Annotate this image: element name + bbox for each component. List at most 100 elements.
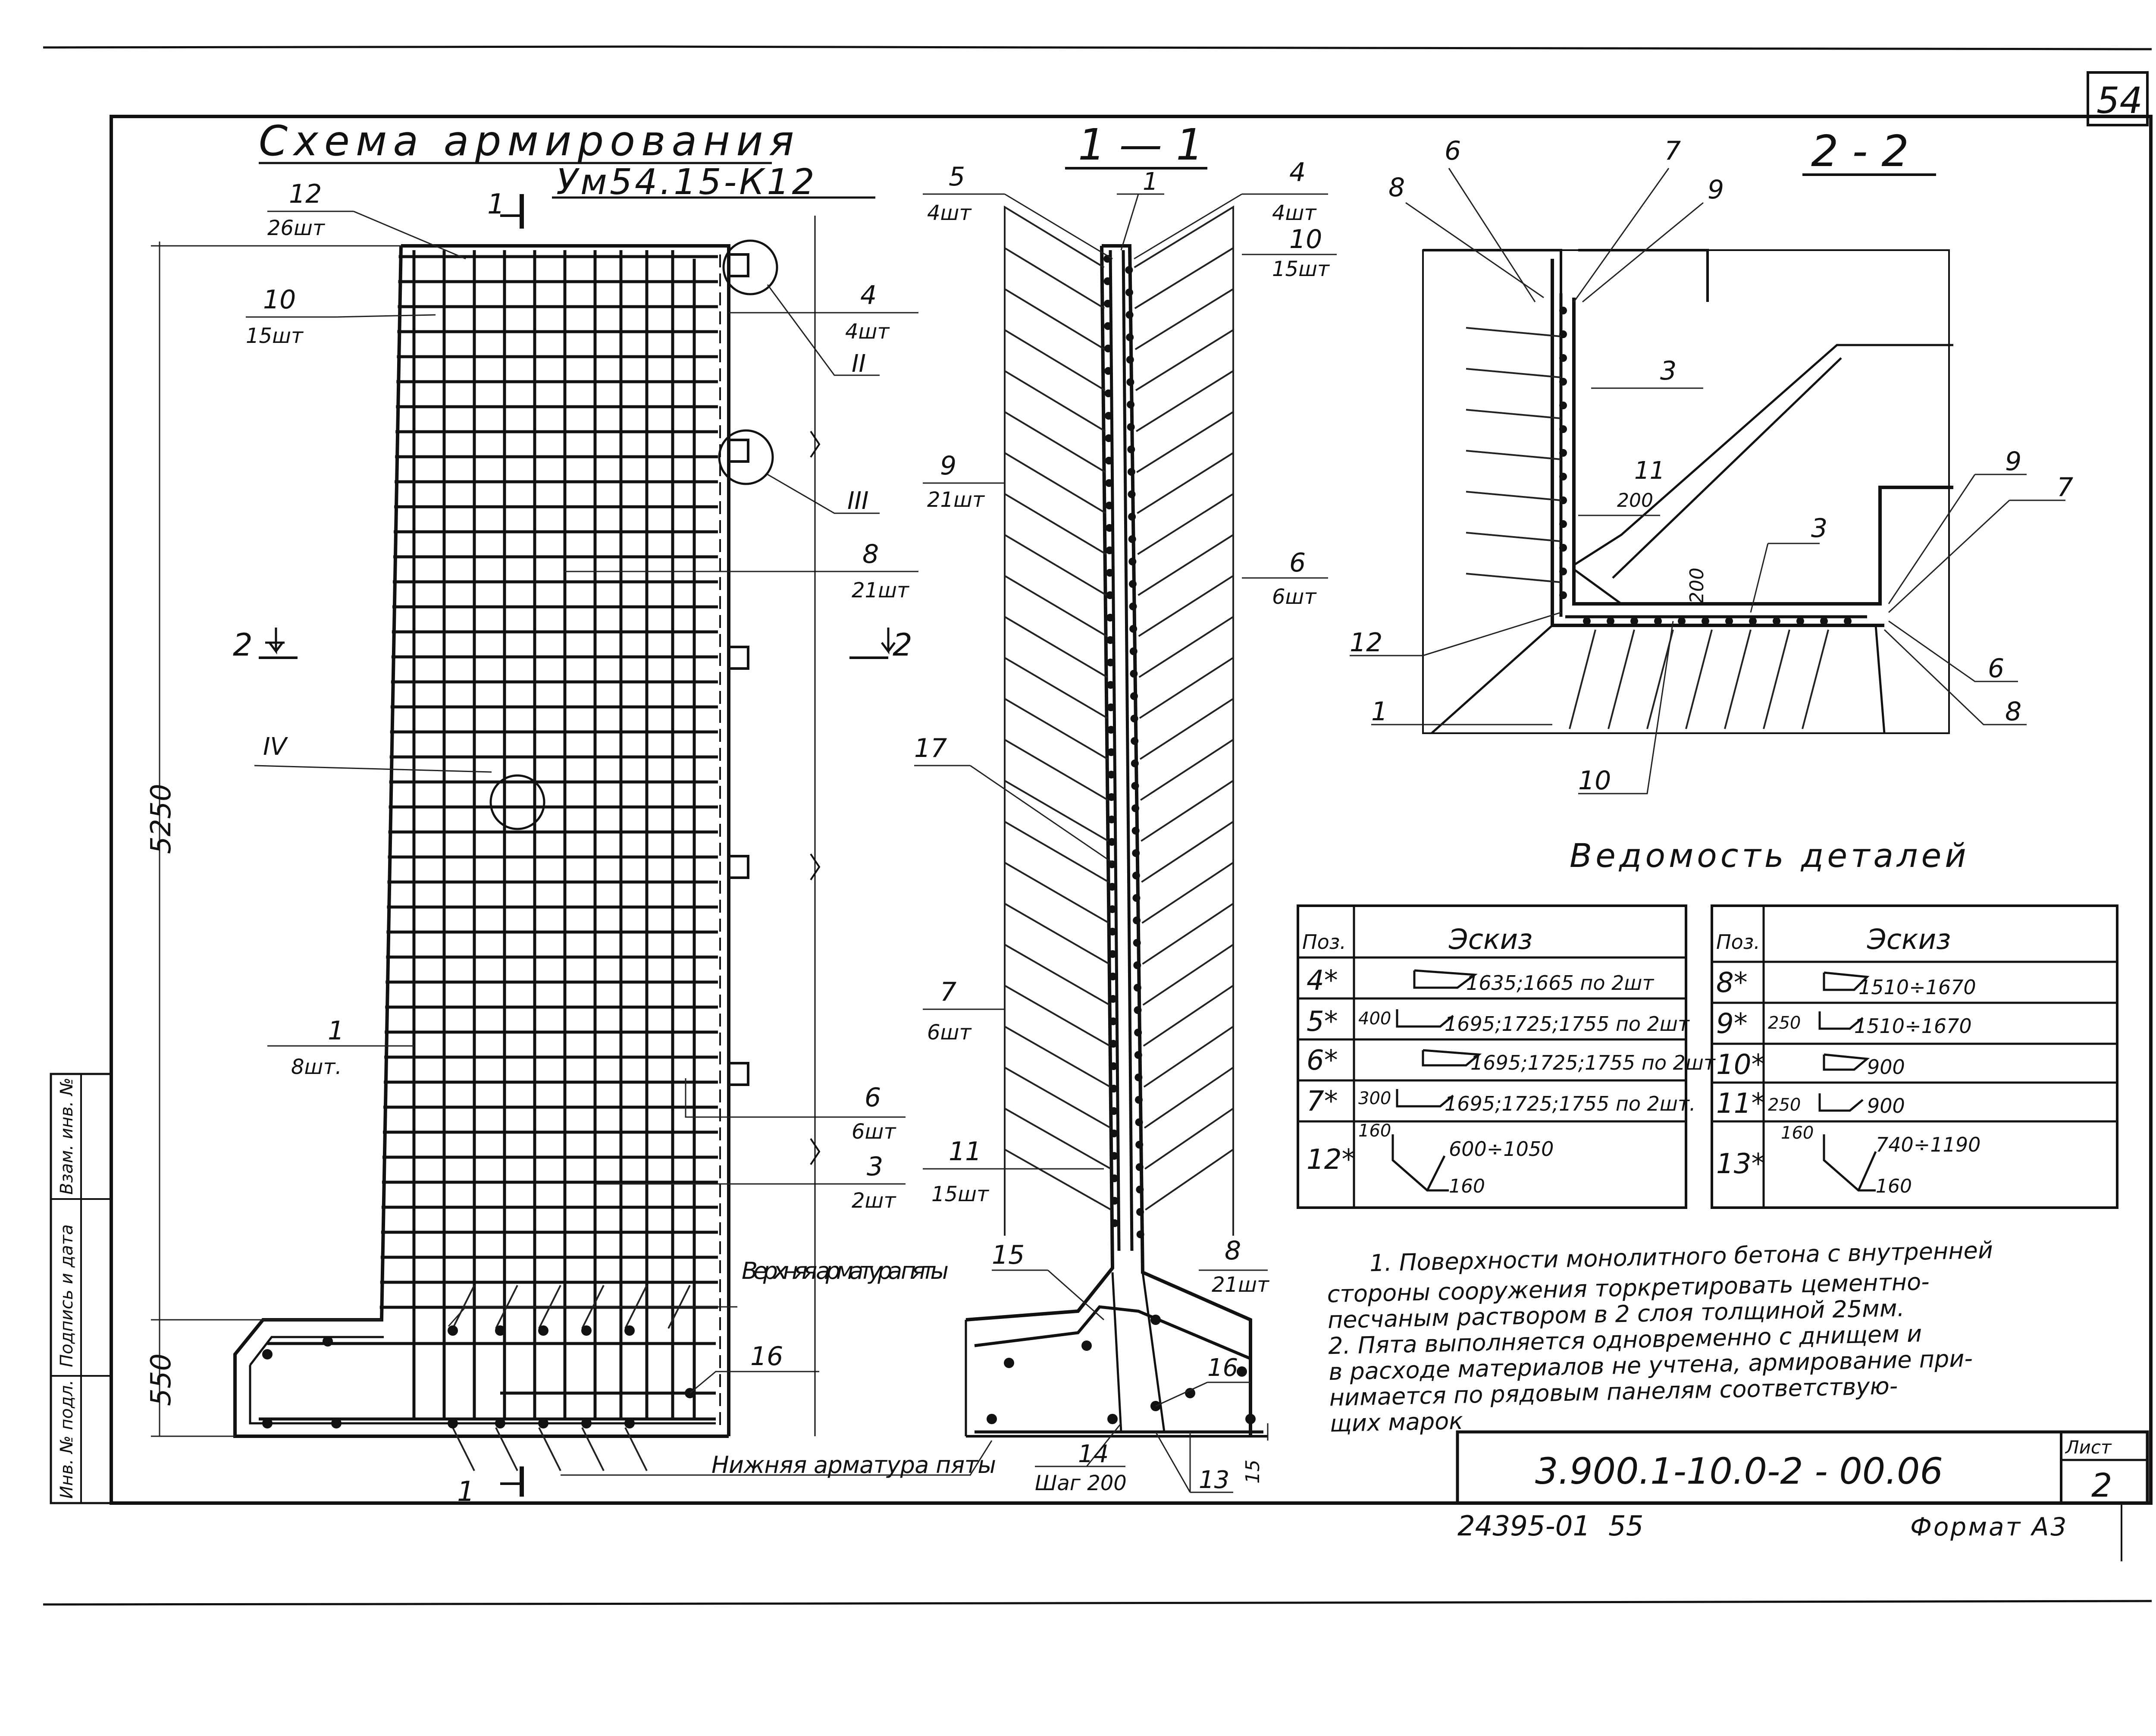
sched-l1-pre: 400	[1358, 1009, 1391, 1029]
note-line-7: щих марок	[1329, 1407, 1463, 1437]
detail-III: III	[847, 487, 869, 515]
sched-l3-pre: 300	[1358, 1089, 1391, 1108]
s22-callout-8a: 8	[1388, 173, 1405, 203]
s11-callout-6-pos: 6	[1289, 548, 1306, 578]
sched-l4-pre: 160	[1358, 1121, 1391, 1141]
callout-4-qty: 4шт	[845, 320, 890, 344]
rebar-dot	[1135, 1118, 1143, 1126]
s22-callout-6a: 6	[1445, 136, 1461, 166]
rebar-line	[1569, 629, 1596, 729]
rebar-dot	[1749, 617, 1757, 625]
rebar-dot	[1132, 849, 1140, 857]
stirrup-line	[1140, 738, 1234, 826]
rebar-dot	[1106, 591, 1114, 599]
sched-r1-pre: 250	[1768, 1013, 1801, 1033]
s11-callout-4-pos: 4	[1289, 157, 1306, 188]
sched-r1-text: 1510÷1670	[1854, 1014, 1972, 1038]
dim-550: 550	[145, 1353, 177, 1406]
stirrup-line	[1004, 984, 1111, 1072]
rebar-dot	[1134, 1051, 1142, 1059]
schedule-head-pos-left: Поз.	[1302, 930, 1346, 954]
rebar-dot	[1559, 378, 1567, 386]
notes: 1. Поверхности монолитного бетона с внут…	[1327, 1237, 1993, 1437]
rebar-dot	[1109, 950, 1117, 958]
stirrup-line	[1142, 902, 1234, 990]
stirrup-line	[1004, 1066, 1111, 1154]
side-stamp: Инв. № подл. Подпись и дата Взам. инв. №	[50, 1073, 113, 1504]
rebar-dot	[1131, 827, 1140, 835]
page-number: 55	[1608, 1510, 1643, 1542]
title-stamp: 3.900.1-10.0-2 - 00.06 Лист 2	[1456, 1430, 2149, 1505]
s11-callout-15: 15	[992, 1240, 1025, 1270]
s22-callout-10: 10	[1578, 766, 1611, 796]
detail-IV: IV	[263, 733, 288, 761]
rebar-dot	[1559, 544, 1567, 552]
callout-4-pos: 4	[860, 280, 877, 311]
rebar-dot	[1607, 617, 1614, 625]
main-dimensions: 5250 550	[145, 242, 401, 1437]
rebar-line	[1802, 629, 1829, 729]
rebar-dot	[1105, 479, 1113, 487]
stirrup-line	[1138, 533, 1234, 621]
rebar-dot	[1110, 1197, 1119, 1205]
rebar-dot	[1131, 760, 1139, 767]
rebar-dot	[1630, 617, 1638, 625]
section-2-2-label: 2 - 2	[1811, 126, 1909, 176]
rebar-line	[1466, 450, 1561, 460]
rebar-dot	[1702, 617, 1709, 625]
rebar-dot	[1108, 816, 1116, 823]
callout-10-qty: 15шт	[246, 324, 304, 348]
stirrup-line	[1004, 1107, 1112, 1195]
cut-2-left: 2	[233, 627, 253, 663]
s11-callout-16: 16	[1207, 1354, 1238, 1382]
s11-callout-10-qty: 15шт	[1272, 257, 1330, 281]
stirrup-line	[1004, 615, 1108, 703]
stirrup-line	[1137, 492, 1234, 580]
rebar-dot	[1559, 473, 1567, 480]
rebar-dot	[1132, 872, 1140, 879]
cut-1-bottom: 1	[457, 1476, 475, 1508]
callout-3-pos: 3	[867, 1152, 883, 1182]
sched-r4-tail: 160	[1876, 1175, 1912, 1197]
rebar-dot	[1559, 354, 1567, 362]
stirrup-line	[1141, 820, 1234, 908]
rebar-dot	[1128, 490, 1136, 498]
s11-callout-5-pos: 5	[949, 162, 965, 192]
rebar-dot	[1134, 1029, 1142, 1036]
s22-callout-3b: 3	[1811, 513, 1827, 543]
s11-callout-11-qty: 15шт	[931, 1182, 990, 1206]
sched-r0-pos: 8*	[1716, 967, 1748, 999]
sched-l0-pos: 4*	[1307, 965, 1338, 997]
rebar-dot	[1129, 625, 1138, 633]
stirrup-line	[1139, 697, 1234, 785]
rebar-line	[1466, 327, 1561, 337]
stirrup-line	[1004, 205, 1105, 293]
sched-r3-pre: 250	[1768, 1095, 1801, 1115]
stirrup-line	[1004, 738, 1109, 826]
rebar-dot	[1127, 468, 1135, 476]
sheet-number: 54	[2096, 79, 2143, 122]
rebar-dot	[1106, 569, 1114, 577]
rebar-line	[1466, 491, 1561, 501]
rebar-dot	[1104, 367, 1112, 375]
section-1-1-callouts: 1 5 4шт 4 4шт 10 15шт 9 21шт 6 6шт 17 7 …	[914, 157, 1337, 1495]
stirrup-line	[1145, 1148, 1234, 1236]
rebar-dot	[1107, 703, 1115, 711]
rebar-line	[1763, 629, 1790, 729]
rebar-dot	[1110, 1130, 1118, 1137]
rebar-dot	[1125, 311, 1134, 319]
rebar-dot	[1559, 568, 1567, 575]
sched-l1-pos: 5*	[1307, 1006, 1338, 1038]
rebar-dot	[1108, 838, 1116, 846]
s11-callout-6-qty: 6шт	[1272, 585, 1317, 609]
rebar-dot	[1844, 617, 1852, 625]
stirrup-line	[1138, 574, 1234, 662]
rebar-dot	[1109, 1017, 1117, 1025]
rebar-dot	[1133, 984, 1141, 992]
sched-l4-tail: 160	[1449, 1175, 1485, 1197]
rebar-dot	[1132, 894, 1141, 902]
callout-6-pos: 6	[865, 1083, 881, 1113]
callout-12-qty: 26шт	[267, 216, 326, 240]
sched-r4-text: 740÷1190	[1876, 1133, 1981, 1156]
rebar-dot	[1559, 425, 1567, 433]
